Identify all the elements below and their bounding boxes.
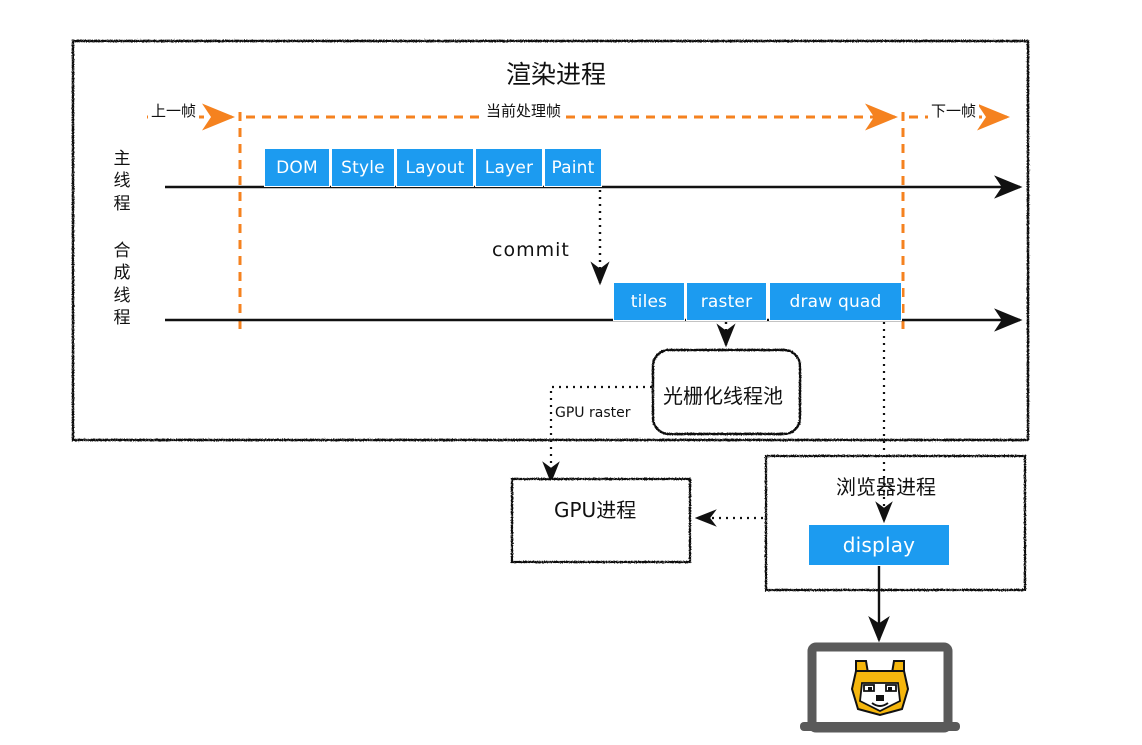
raster-thread-pool-label: 光栅化线程池	[663, 384, 783, 408]
renderer-process-title: 渲染进程	[506, 60, 607, 89]
next-frame-label: 下一帧	[928, 100, 980, 121]
browser-process-title: 浏览器进程	[836, 475, 936, 499]
doge-icon	[850, 660, 910, 717]
laptop-icon	[800, 642, 960, 733]
commit-label: commit	[492, 239, 570, 261]
gpu-raster-label: GPU raster	[553, 405, 633, 421]
step-layer[interactable]: Layer	[475, 148, 543, 187]
raster-thread-pool-border	[651, 348, 802, 436]
step-layout[interactable]: Layout	[396, 148, 474, 187]
lane-char: 线	[113, 285, 131, 306]
step-dom[interactable]: DOM	[264, 148, 330, 187]
lane-char: 程	[113, 308, 131, 329]
lane-char: 主	[113, 149, 131, 169]
gpu-process-border	[510, 477, 692, 564]
step-style[interactable]: Style	[331, 148, 395, 187]
step-tiles[interactable]: tiles	[613, 282, 685, 321]
gpu-raster-path	[542, 385, 652, 484]
step-paint[interactable]: Paint	[544, 148, 602, 187]
display-box[interactable]: display	[808, 524, 950, 566]
lane-char: 线	[113, 171, 131, 192]
browser-process-border	[764, 454, 1027, 592]
gpu-process-title: GPU进程	[554, 498, 637, 522]
lane-label-compositor-thread: 合 成 线 程	[110, 240, 134, 330]
step-draw-quad[interactable]: draw quad	[769, 282, 902, 321]
lane-char: 成	[113, 263, 131, 284]
lane-char: 合	[113, 241, 131, 261]
lane-label-main-thread: 主 线 程	[110, 148, 134, 215]
current-frame-label: 当前处理帧	[483, 100, 565, 121]
lane-char: 程	[113, 193, 131, 214]
previous-frame-label: 上一帧	[148, 100, 200, 121]
step-raster[interactable]: raster	[686, 282, 767, 321]
